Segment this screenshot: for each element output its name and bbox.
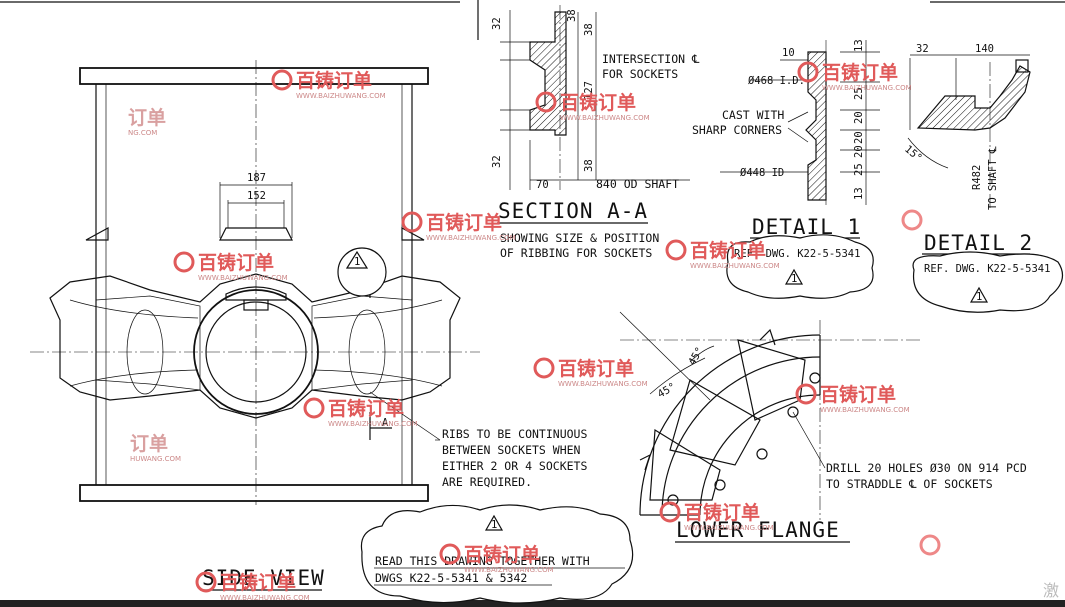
detail-1: 10 13 Ø468 I.D. 25 20 20 20 25 Ø448 ID 1… [692, 39, 880, 299]
svg-text:127: 127 [583, 81, 595, 100]
svg-text:百铸订单: 百铸订单 [464, 543, 540, 566]
drill-note: DRILL 20 HOLES Ø30 ON 914 PCD TO STRADDL… [826, 461, 1027, 491]
svg-text:20: 20 [853, 111, 865, 124]
dim-152: 152 [247, 190, 266, 202]
svg-text:REF. DWG. K22-5-5341: REF. DWG. K22-5-5341 [924, 263, 1050, 275]
svg-text:RIBS TO BE CONTINUOUS: RIBS TO BE CONTINUOUS [442, 427, 587, 441]
svg-text:45°: 45° [686, 345, 706, 367]
rev-marker-d1: 1 [791, 273, 797, 285]
svg-text:FOR SOCKETS: FOR SOCKETS [602, 67, 678, 81]
svg-text:百铸订单: 百铸订单 [426, 211, 502, 234]
svg-text:百铸订单: 百铸订单 [220, 571, 296, 594]
svg-text:SHARP CORNERS: SHARP CORNERS [692, 123, 782, 137]
svg-text:CAST WITH: CAST WITH [722, 108, 784, 122]
svg-text:TO STRADDLE ℄ OF SOCKETS: TO STRADDLE ℄ OF SOCKETS [826, 477, 993, 491]
svg-text:70: 70 [536, 179, 549, 191]
svg-text:WWW.BAIZHUWANG.COM: WWW.BAIZHUWANG.COM [220, 594, 310, 602]
detail-2: 32 140 15° R482 TO SHAFT ℄ DETAIL 2 REF.… [902, 43, 1064, 313]
svg-text:百铸订单: 百铸订单 [296, 69, 372, 92]
svg-text:百铸订单: 百铸订单 [558, 357, 634, 380]
svg-text:32: 32 [491, 17, 503, 30]
svg-text:20: 20 [853, 131, 865, 144]
side-view-title: SIDE VIEW [202, 566, 325, 590]
svg-text:DWGS K22-5-5341 & 5342: DWGS K22-5-5341 & 5342 [375, 571, 527, 585]
svg-text:32: 32 [491, 155, 503, 168]
svg-text:WWW.BAIZHUWANG.COM: WWW.BAIZHUWANG.COM [464, 566, 554, 574]
svg-text:WWW.BAIZHUWANG.COM: WWW.BAIZHUWANG.COM [558, 380, 648, 388]
svg-text:订单: 订单 [130, 432, 168, 455]
svg-text:15°: 15° [902, 143, 924, 164]
svg-text:订单: 订单 [128, 106, 166, 129]
svg-text:激: 激 [1043, 581, 1059, 600]
svg-text:NG.COM: NG.COM [128, 129, 157, 137]
svg-text:HUWANG.COM: HUWANG.COM [130, 455, 181, 463]
svg-text:WWW.BAIZHUWANG.COM: WWW.BAIZHUWANG.COM [198, 274, 288, 282]
svg-text:百铸订单: 百铸订单 [684, 501, 760, 524]
svg-text:R482: R482 [971, 165, 983, 190]
svg-text:38: 38 [583, 23, 595, 36]
side-view: 187 152 A A 1 SIDE V [30, 60, 480, 591]
svg-text:38: 38 [583, 159, 595, 172]
dim-187: 187 [247, 172, 266, 184]
svg-text:OF RIBBING FOR SOCKETS: OF RIBBING FOR SOCKETS [500, 246, 652, 260]
svg-text:WWW.BAIZHUWANG.COM: WWW.BAIZHUWANG.COM [690, 262, 780, 270]
svg-text:WWW.BAIZHUWANG.COM: WWW.BAIZHUWANG.COM [820, 406, 910, 414]
svg-text:20: 20 [853, 145, 865, 158]
rev-marker-read: 1 [491, 519, 497, 531]
svg-text:13: 13 [853, 187, 865, 200]
svg-text:38: 38 [566, 9, 578, 22]
svg-text:EITHER 2 OR 4 SOCKETS: EITHER 2 OR 4 SOCKETS [442, 459, 587, 473]
svg-text:32: 32 [916, 43, 929, 55]
svg-text:DRILL 20 HOLES Ø30 ON 914 PCD: DRILL 20 HOLES Ø30 ON 914 PCD [826, 461, 1027, 475]
svg-text:百铸订单: 百铸订单 [822, 61, 898, 84]
svg-text:25: 25 [853, 163, 865, 176]
svg-text:45°: 45° [656, 381, 678, 401]
svg-text:WWW.BAIZHUWANG.COM: WWW.BAIZHUWANG.COM [684, 524, 774, 532]
svg-text:25: 25 [853, 87, 865, 100]
ribs-note: RIBS TO BE CONTINUOUS BETWEEN SOCKETS WH… [442, 427, 587, 489]
detail-1-title: DETAIL 1 [752, 215, 861, 239]
svg-text:ARE REQUIRED.: ARE REQUIRED. [442, 475, 532, 489]
rev-marker-d2: 1 [976, 291, 982, 303]
lower-flange-title: LOWER FLANGE [676, 518, 840, 542]
svg-text:840 OD SHAFT: 840 OD SHAFT [596, 177, 679, 191]
svg-text:WWW.BAIZHUWANG.COM: WWW.BAIZHUWANG.COM [328, 420, 418, 428]
svg-text:Ø448 ID: Ø448 ID [740, 167, 784, 179]
section-marker-bottom: A [382, 417, 389, 429]
svg-text:SHOWING SIZE & POSITION: SHOWING SIZE & POSITION [500, 231, 659, 245]
svg-text:Ø468 I.D.: Ø468 I.D. [748, 75, 805, 87]
section-aa-title: SECTION A-A [498, 199, 648, 223]
svg-text:READ THIS DRAWING TOGETHER WIT: READ THIS DRAWING TOGETHER WITH [375, 554, 590, 568]
read-note-cloud: 1 READ THIS DRAWING TOGETHER WITH DWGS K… [360, 504, 634, 604]
detail-2-title: DETAIL 2 [924, 231, 1033, 255]
section-aa: 32 38 38 127 32 38 70 840 OD SHAFT INTER… [491, 5, 700, 260]
svg-text:TO SHAFT ℄: TO SHAFT ℄ [987, 146, 999, 210]
svg-text:WWW.BAIZHUWANG.COM: WWW.BAIZHUWANG.COM [296, 92, 386, 100]
svg-text:WWW.BAIZHUWANG.COM: WWW.BAIZHUWANG.COM [426, 234, 516, 242]
svg-text:百铸订单: 百铸订单 [328, 397, 404, 420]
svg-text:10: 10 [782, 47, 795, 59]
svg-text:INTERSECTION ℄: INTERSECTION ℄ [602, 52, 700, 66]
svg-text:13: 13 [853, 39, 865, 52]
svg-text:WWW.BAIZHUWANG.COM: WWW.BAIZHUWANG.COM [822, 84, 912, 92]
svg-text:百铸订单: 百铸订单 [690, 239, 766, 262]
lower-flange: 45° 45° LOWER FLANGE [619, 311, 920, 543]
svg-text:140: 140 [975, 43, 994, 55]
svg-text:百铸订单: 百铸订单 [560, 91, 636, 114]
svg-text:百铸订单: 百铸订单 [198, 251, 274, 274]
watermarks: 百铸订单 WWW.BAIZHUWANG.COM 百铸订单 WWW.BAIZHUW… [128, 61, 1059, 602]
svg-text:REF. DWG. K22-5-5341: REF. DWG. K22-5-5341 [734, 248, 860, 260]
svg-text:BETWEEN SOCKETS WHEN: BETWEEN SOCKETS WHEN [442, 443, 581, 457]
rev-marker-side: 1 [354, 256, 360, 268]
svg-text:百铸订单: 百铸订单 [820, 383, 896, 406]
svg-text:WWW.BAIZHUWANG.COM: WWW.BAIZHUWANG.COM [560, 114, 650, 122]
